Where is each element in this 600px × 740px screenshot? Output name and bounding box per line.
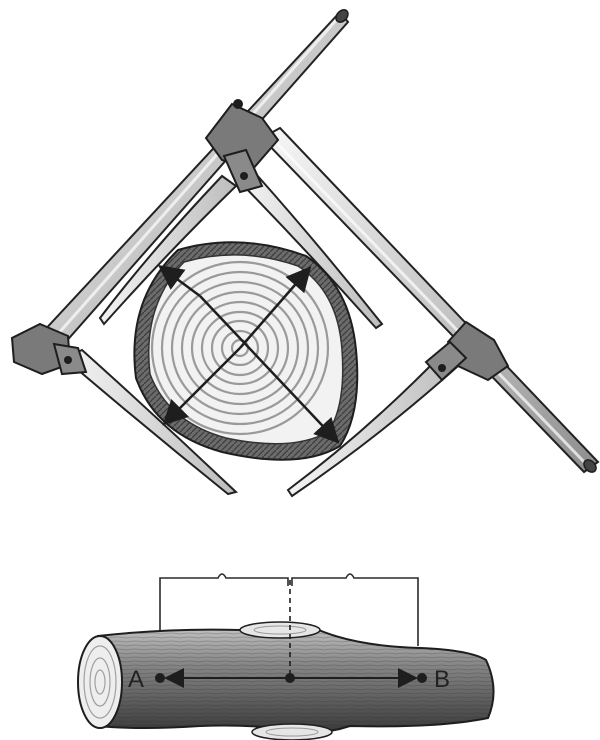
- caliper-blade-upper-right: [238, 172, 384, 330]
- midpoint-marker: [285, 673, 295, 683]
- branch-stub-top: [239, 621, 321, 639]
- log-side-view: A B: [77, 573, 495, 740]
- caliper-blade-upper-left: [98, 174, 238, 326]
- right-half-brace: [291, 573, 419, 646]
- log-end-face: [77, 635, 123, 729]
- caliper-tube-end-cap: [335, 9, 349, 23]
- diameter-arrow-1: [157, 265, 201, 298]
- caliper-right-joint: [424, 320, 510, 382]
- log-cross-section: [133, 241, 359, 461]
- diameter-arrow-1: [199, 295, 340, 444]
- diameter-arrows: [157, 265, 340, 444]
- point-b-label: B: [434, 666, 450, 693]
- caliper-blade-lower-left: [62, 348, 239, 496]
- diameter-arrow-2: [162, 347, 241, 426]
- caliper-tube-end-cap: [583, 459, 597, 473]
- caliper-blade-lower-right: [286, 354, 460, 498]
- diameter-arrow-2: [239, 266, 312, 349]
- caliper-tool: [10, 9, 600, 498]
- caliper-left-joint: [10, 322, 88, 376]
- point-a-label: A: [128, 666, 144, 693]
- growth-rings: [150, 260, 330, 436]
- branch-stub-bottom: [251, 723, 333, 740]
- left-half-brace: [159, 573, 289, 632]
- point-b-marker: [417, 673, 427, 683]
- point-a-marker: [155, 673, 165, 683]
- caliper-top-joint: [204, 99, 280, 194]
